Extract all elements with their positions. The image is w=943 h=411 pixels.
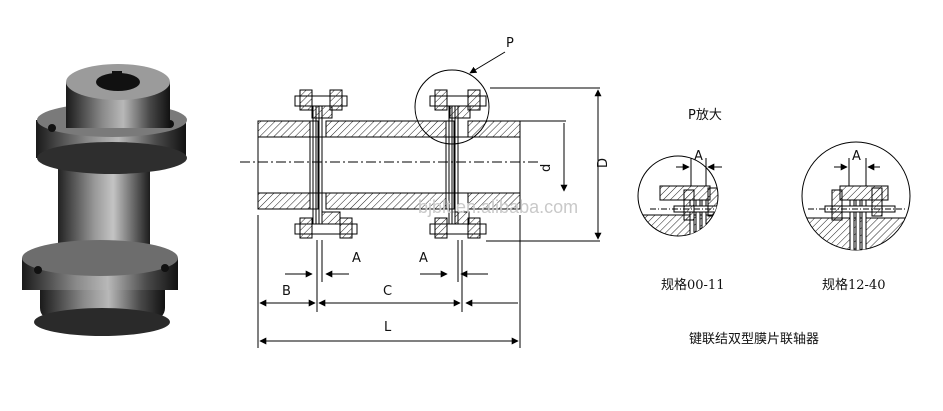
detail-view-right: A	[801, 141, 911, 251]
watermark: bjblt.en.alibaba.com	[418, 197, 578, 217]
bolt-bottom-left	[294, 211, 358, 239]
bolt-bottom-right	[429, 211, 487, 239]
dim-label-c: C	[383, 284, 392, 299]
dim-label-a-right: A	[419, 251, 428, 266]
dim-label-D: D	[596, 158, 611, 168]
detail-right-caption: 规格12-40	[822, 277, 885, 293]
detail-left-dim-a: A	[694, 149, 703, 164]
detail-title: P放大	[688, 108, 722, 123]
dim-label-l: L	[384, 320, 392, 335]
detail-right-dim-a: A	[852, 149, 861, 164]
bolt-hole-icon	[161, 264, 169, 272]
bolt-hole-icon	[34, 266, 42, 274]
detail-callout-circle	[414, 69, 490, 145]
detail-view-left: A	[637, 149, 722, 237]
dim-label-d: d	[539, 164, 554, 172]
coupling-photo	[22, 64, 187, 336]
diaphragm-pack-left	[312, 100, 323, 230]
diaphragm-pack-right	[448, 100, 459, 230]
callout-label-p: P	[506, 36, 514, 51]
dim-label-b: B	[282, 284, 291, 299]
detail-left-caption: 规格00-11	[661, 277, 724, 293]
product-title: 键联结双型膜片联轴器	[689, 332, 819, 347]
dim-label-a-left: A	[352, 251, 361, 266]
cross-section-drawing	[240, 51, 602, 348]
bolt-hole-icon	[48, 124, 56, 132]
bolt-top-left	[294, 89, 348, 119]
bolt-top-right	[429, 89, 487, 119]
